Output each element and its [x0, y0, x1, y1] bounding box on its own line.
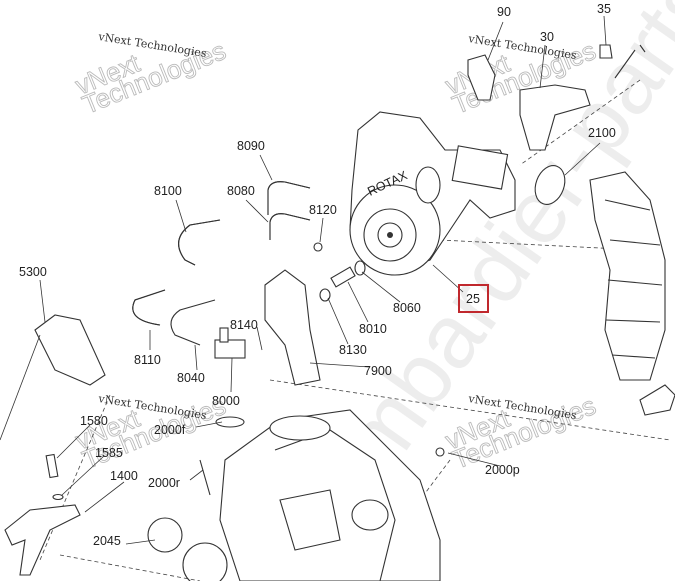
oring-8130 [319, 288, 331, 302]
sleeve-1580 [45, 453, 59, 479]
callout-1585[interactable]: 1585 [95, 446, 123, 460]
callout-5300[interactable]: 5300 [19, 265, 47, 279]
watermark-mid-left: vNext Technologies vNext Technologies [71, 390, 231, 476]
leader-lines [39, 15, 607, 545]
callout-7900[interactable]: 7900 [364, 364, 392, 378]
duct-coupler [639, 384, 675, 416]
callout-8060[interactable]: 8060 [393, 301, 421, 315]
solenoid-8000 [214, 339, 246, 359]
screw-2000p [435, 447, 445, 457]
callout-8130[interactable]: 8130 [339, 343, 367, 357]
washer-8120 [313, 242, 323, 252]
callout-2100[interactable]: 2100 [588, 126, 616, 140]
callout-8120[interactable]: 8120 [309, 203, 337, 217]
callout-25[interactable]: 25 [466, 292, 480, 306]
fitting-8010 [330, 266, 356, 288]
callout-8110[interactable]: 8110 [134, 353, 161, 367]
bracket-30 [519, 84, 591, 151]
bolt [614, 44, 646, 79]
callout-8010[interactable]: 8010 [359, 322, 387, 336]
airbox-housing [219, 409, 441, 581]
turbocharger: ROTAX [349, 111, 516, 276]
cover-5300 [34, 314, 106, 386]
hose-8080 [269, 213, 311, 240]
callout-90[interactable]: 90 [497, 5, 511, 19]
bracket-90 [467, 54, 496, 101]
callout-8140[interactable]: 8140 [230, 318, 258, 332]
callout-1580[interactable]: 1580 [80, 414, 108, 428]
callout-8100[interactable]: 8100 [154, 184, 182, 198]
oring-8060 [354, 260, 366, 276]
callout-2045[interactable]: 2045 [93, 534, 121, 548]
callout-8040[interactable]: 8040 [177, 371, 205, 385]
screw-2000r [199, 459, 211, 496]
assembly-lines [39, 79, 671, 581]
intake-duct [589, 171, 666, 381]
callout-1400[interactable]: 1400 [110, 469, 138, 483]
watermark-top-left: vNext Technologies vNext Technologies [71, 30, 231, 120]
callout-2000r[interactable]: 2000r [148, 476, 180, 490]
callout-8080[interactable]: 8080 [227, 184, 255, 198]
clamp-2045 [147, 517, 183, 553]
bracket-1400 [4, 504, 81, 576]
callout-30[interactable]: 30 [540, 30, 554, 44]
highlight-box-25 [458, 284, 489, 313]
nut-35 [599, 44, 613, 59]
heat-shield-7900 [264, 269, 321, 386]
watermark-mid-right: vNext Technologies vNext Technologies [441, 390, 601, 476]
washer-1585 [52, 493, 64, 501]
callout-2000p[interactable]: 2000p [485, 463, 520, 477]
seal-2000f [215, 416, 245, 428]
callout-labels: 90 30 35 8090 2100 8100 8080 8120 5300 2… [19, 2, 616, 548]
callout-8000[interactable]: 8000 [212, 394, 240, 408]
clamp-2100 [534, 165, 566, 205]
hose-8100 [178, 219, 221, 266]
callout-8090[interactable]: 8090 [237, 139, 265, 153]
callout-2000f[interactable]: 2000f [154, 423, 186, 437]
callout-35[interactable]: 35 [597, 2, 611, 16]
hose-8040 [170, 299, 216, 346]
